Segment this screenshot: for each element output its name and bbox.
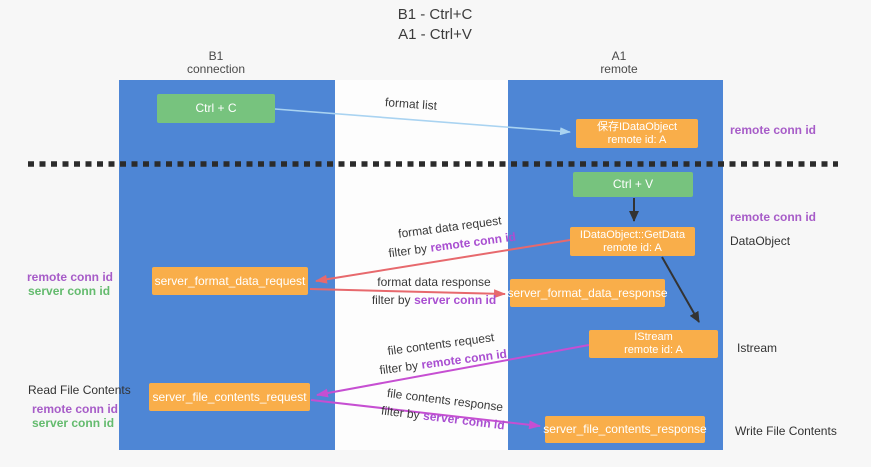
format-data-response-text: format data response — [377, 275, 491, 289]
lane-header-left: B1 connection — [156, 50, 276, 76]
box-save-idataobject-line1: 保存IDataObject — [596, 120, 678, 133]
box-getdata-line1: IDataObject::GetData — [579, 228, 686, 241]
right-remote-conn-id-top: remote conn id — [730, 123, 817, 137]
left-remote-conn-id-bottom: remote conn id — [32, 402, 119, 416]
lane-right-subtitle: remote — [600, 62, 638, 76]
title-line-1: B1 - Ctrl+C — [397, 6, 473, 23]
lane-left-title: B1 — [208, 49, 224, 63]
middle-band — [335, 80, 508, 450]
left-remote-conn-id-top: remote conn id — [27, 270, 114, 284]
box-ctrl-v: Ctrl + V — [573, 172, 693, 197]
lane-right-title: A1 — [611, 49, 627, 63]
file-contents-response-arrow — [310, 399, 541, 430]
box-getdata-line2: remote id: A — [603, 241, 662, 254]
box-istream-line1: IStream — [634, 331, 673, 343]
box-server-file-contents-response: server_file_contents_response — [543, 416, 707, 443]
box-save-idataobject-line2: remote id: A — [607, 133, 667, 146]
right-remote-conn-id-mid: remote conn id — [730, 210, 817, 224]
box-server-file-contents-request: server_file_contents_request — [149, 383, 310, 411]
lane-header-right: A1 remote — [559, 50, 679, 76]
file-contents-request-arrow — [316, 344, 590, 398]
box-server-format-data-request: server_format_data_request — [152, 267, 308, 295]
box-server-format-data-response: server_format_data_response — [507, 279, 668, 307]
format-data-response-arrow — [309, 288, 506, 299]
getdata-to-istream-arrow — [661, 256, 700, 323]
box-server-file-contents-request-label: server_file_contents_request — [152, 389, 307, 404]
box-ctrl-c-label: Ctrl + C — [195, 101, 237, 115]
box-idataobject-getdata: IDataObject::GetData remote id: A — [570, 227, 695, 256]
right-write-file-contents-label: Write File Contents — [735, 424, 837, 438]
left-server-conn-id-top: server conn id — [28, 284, 111, 298]
left-read-file-contents-label: Read File Contents — [28, 383, 131, 397]
lane-left-subtitle: connection — [186, 62, 246, 76]
box-server-format-data-request-label: server_format_data_request — [154, 273, 306, 288]
box-istream: IStream remote id: A — [589, 330, 718, 358]
box-server-file-contents-response-label: server_file_contents_response — [543, 422, 707, 436]
left-server-conn-id-bottom: server conn id — [32, 416, 115, 430]
title-line-2: A1 - Ctrl+V — [398, 26, 472, 43]
format-data-request-arrow — [315, 239, 571, 284]
right-istream-label: Istream — [737, 341, 778, 355]
right-dataobject-label: DataObject — [730, 234, 791, 248]
box-ctrl-v-label: Ctrl + V — [612, 177, 654, 191]
filter-by-text: filter by — [371, 293, 411, 307]
diagram-title: B1 - Ctrl+C A1 - Ctrl+V — [350, 5, 520, 45]
box-ctrl-c: Ctrl + C — [157, 94, 275, 123]
server-conn-id-text: server conn id — [414, 293, 497, 307]
box-save-idataobject: 保存IDataObject remote id: A — [576, 119, 698, 148]
box-server-format-data-response-label: server_format_data_response — [507, 285, 668, 300]
format-list-arrow — [274, 108, 571, 136]
box-istream-line2: remote id: A — [624, 344, 683, 356]
